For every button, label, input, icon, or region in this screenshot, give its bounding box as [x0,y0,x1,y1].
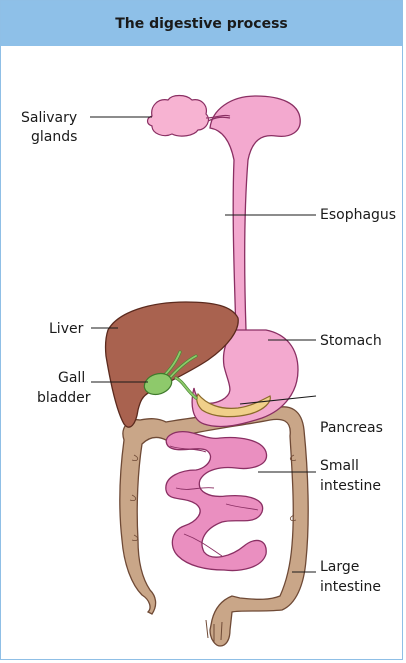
label-stomach: Stomach [320,333,382,349]
label-salivary-line2: glands [31,129,77,145]
label-small-line1: Small [320,458,359,474]
label-small-line2: intestine [320,478,381,494]
esophagus-illustration [206,96,300,332]
label-large-line2: intestine [320,579,381,595]
label-esophagus: Esophagus [320,207,396,223]
label-gall-line2: bladder [37,390,91,406]
label-large-line1: Large [320,559,359,575]
label-salivary-line1: Salivary [21,110,77,126]
label-liver: Liver [49,321,84,337]
label-gall-line1: Gall [58,370,85,386]
small-intestine-illustration [166,432,267,571]
label-pancreas: Pancreas [320,420,383,436]
